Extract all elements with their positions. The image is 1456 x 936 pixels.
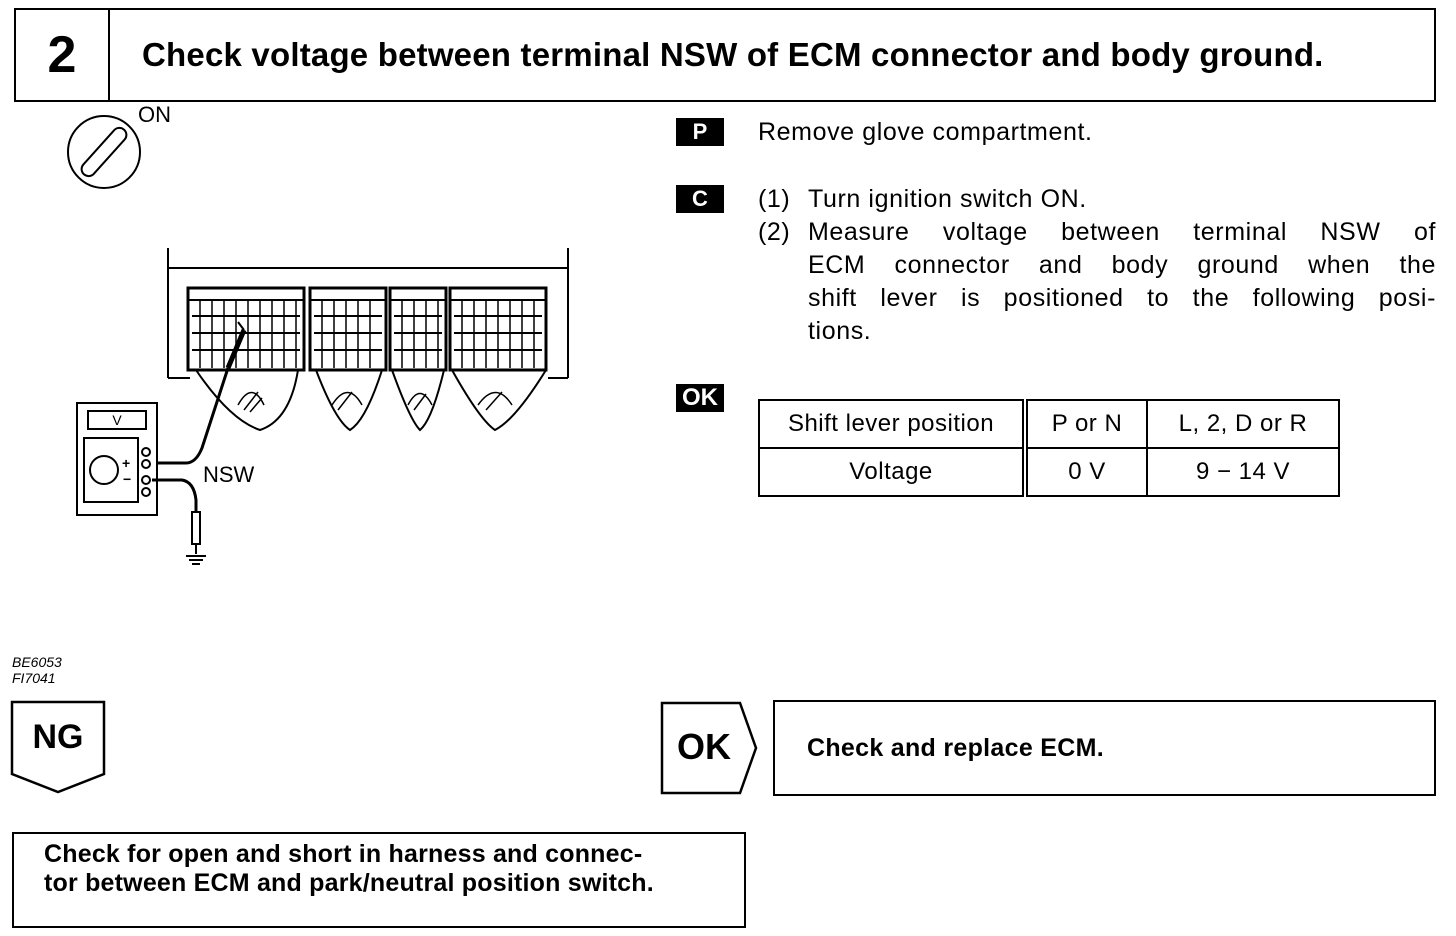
ok-spec-tag: OK bbox=[676, 384, 724, 412]
prep-text: Remove glove compartment. bbox=[758, 118, 1093, 146]
nsw-terminal-label: NSW bbox=[203, 462, 255, 487]
check-step-2-line-3: shift lever is positioned to the followi… bbox=[808, 284, 1436, 312]
spec-table: Shift lever position P or N L, 2, D or R… bbox=[758, 399, 1340, 497]
negative-sign: − bbox=[123, 471, 131, 487]
cell-voltage-p-n: 0 V bbox=[1024, 447, 1148, 497]
step-title: Check voltage between terminal NSW of EC… bbox=[142, 36, 1324, 73]
figure-code-2: FI7041 bbox=[12, 670, 56, 686]
voltmeter: V + − bbox=[76, 402, 158, 516]
check-step-2-number: (2) bbox=[758, 218, 791, 246]
ng-action-box: Check for open and short in harness and … bbox=[12, 832, 746, 928]
step-number: 2 bbox=[47, 26, 77, 84]
ok-label: OK bbox=[677, 726, 731, 767]
connector-3 bbox=[388, 286, 448, 432]
header-cell-p-or-n: P or N bbox=[1024, 399, 1148, 449]
ng-action-text: Check for open and short in harness and … bbox=[44, 840, 654, 898]
ecm-housing bbox=[167, 248, 569, 379]
header-cell-l2dr: L, 2, D or R bbox=[1146, 399, 1340, 449]
check-step-1-number: (1) bbox=[758, 185, 791, 213]
check-step-2-line-4: tions. bbox=[808, 317, 872, 345]
positive-sign: + bbox=[122, 455, 130, 471]
step-number-cell: 2 bbox=[16, 10, 110, 100]
ok-action-box: Check and replace ECM. bbox=[773, 700, 1436, 796]
table-row: Shift lever position P or N L, 2, D or R bbox=[758, 399, 1340, 449]
check-step-1-text: Turn ignition switch ON. bbox=[808, 185, 1087, 213]
connector-1 bbox=[186, 286, 306, 432]
positive-probe bbox=[152, 321, 247, 465]
ground-symbol-icon bbox=[186, 555, 206, 565]
prep-tag: P bbox=[676, 118, 724, 146]
ng-action-line-1: Check for open and short in harness and … bbox=[44, 840, 643, 868]
ok-action-text: Check and replace ECM. bbox=[807, 734, 1104, 762]
header-cell-shift-position: Shift lever position bbox=[758, 399, 1028, 449]
ignition-on-label: ON bbox=[138, 104, 171, 127]
figure-code-1: BE6053 bbox=[12, 654, 62, 670]
ng-badge bbox=[10, 700, 106, 794]
check-tag: C bbox=[676, 185, 724, 213]
cell-voltage-label: Voltage bbox=[758, 447, 1028, 497]
check-step-2-line-2: ECM connector and body ground when the bbox=[808, 251, 1436, 279]
ecm-connectors bbox=[186, 286, 548, 432]
check-step-2-line-1: Measure voltage between terminal NSW of bbox=[808, 218, 1436, 246]
check-step-2-text: Measure voltage between terminal NSW of … bbox=[808, 216, 1436, 348]
ecm-measurement-illustration: ON bbox=[67, 104, 569, 565]
negative-probe bbox=[152, 478, 201, 554]
ignition-key-icon bbox=[67, 115, 141, 189]
connector-4 bbox=[448, 286, 548, 432]
step-header: 2 Check voltage between terminal NSW of … bbox=[14, 8, 1436, 102]
ng-label: NG bbox=[32, 718, 84, 756]
cell-voltage-l2dr: 9 − 14 V bbox=[1146, 447, 1340, 497]
ng-action-line-2: tor between ECM and park/neutral positio… bbox=[44, 869, 654, 897]
table-row: Voltage 0 V 9 − 14 V bbox=[758, 447, 1340, 497]
ok-badge bbox=[660, 701, 758, 795]
voltmeter-unit-label: V bbox=[112, 412, 122, 428]
connector-2 bbox=[308, 286, 388, 432]
